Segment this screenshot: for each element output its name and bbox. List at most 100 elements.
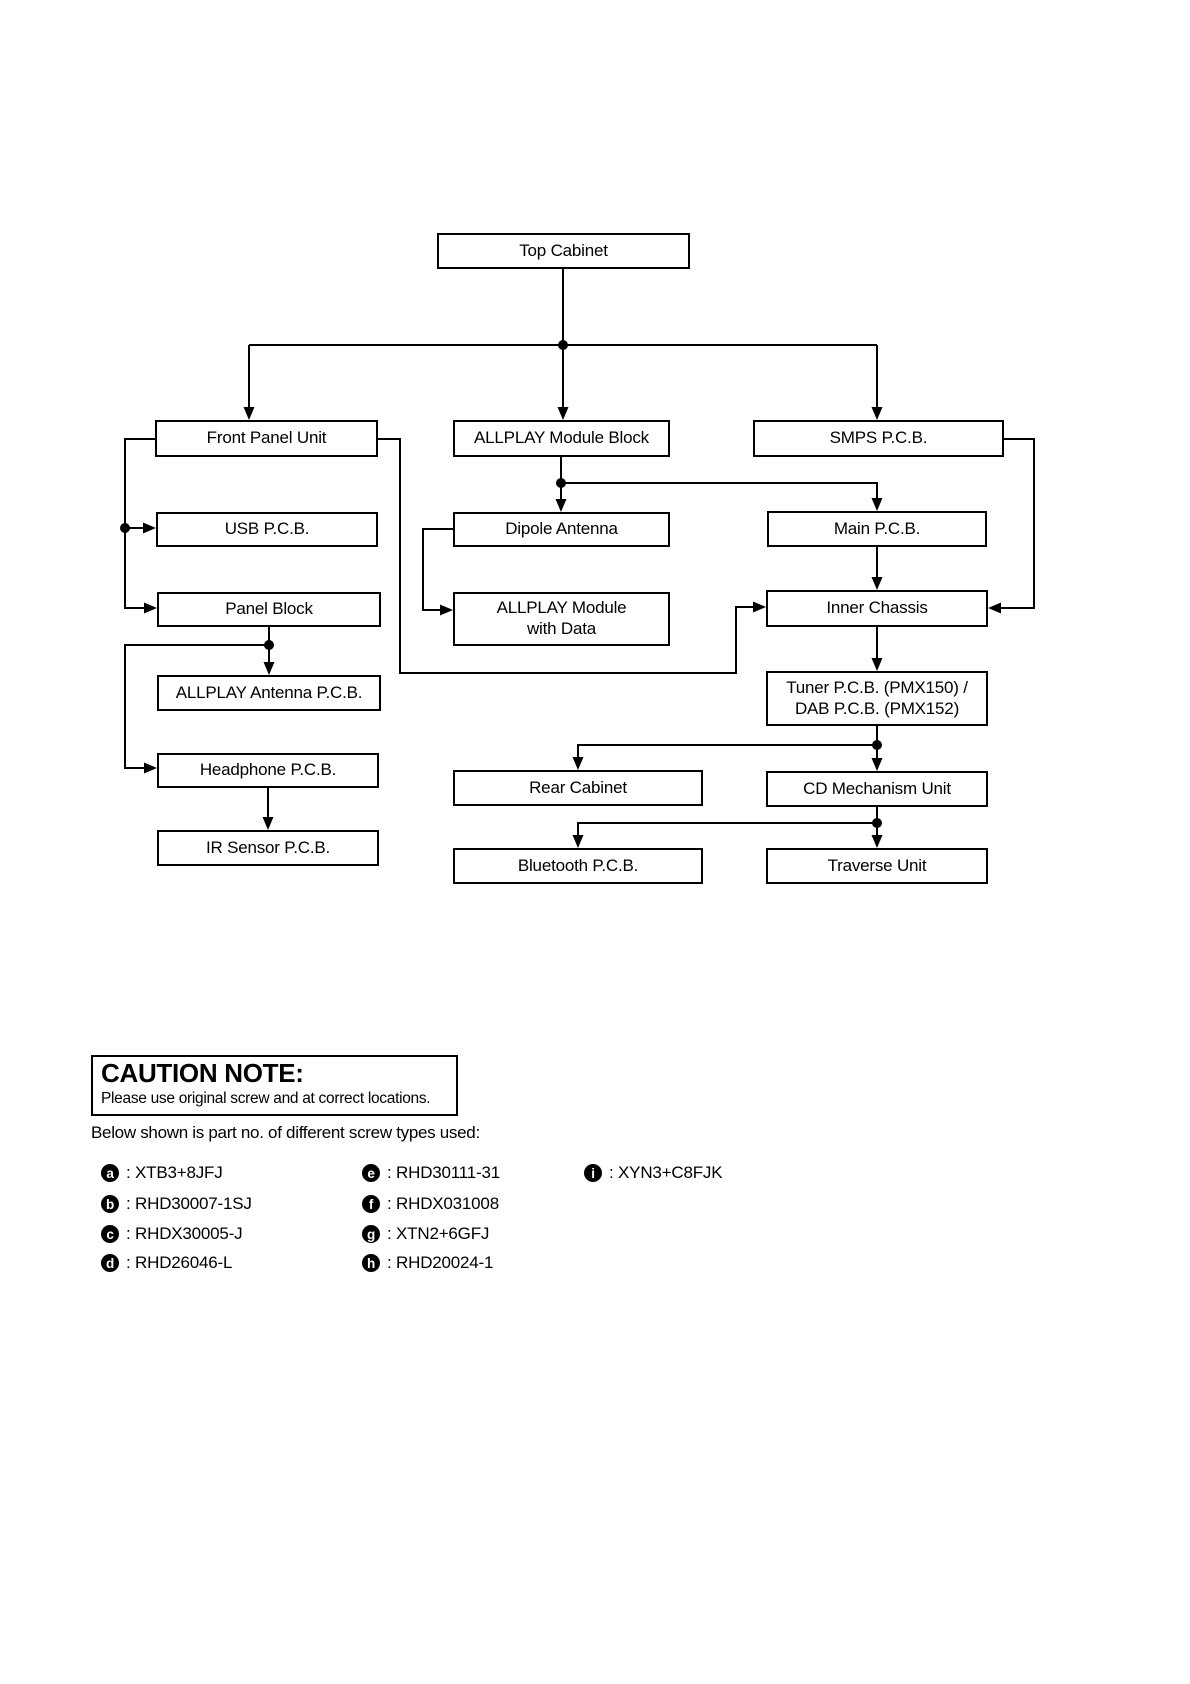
- screw-badge-a: a: [101, 1164, 119, 1182]
- arrowhead: [555, 499, 567, 512]
- node-label: Main P.C.B.: [833, 518, 921, 538]
- arrowhead: [753, 601, 766, 613]
- node-label: Dipole Antenna: [505, 519, 618, 539]
- caution-note-box: CAUTION NOTE: Please use original screw …: [91, 1055, 458, 1116]
- node-label: with Data: [526, 619, 597, 638]
- junction-dot: [264, 640, 274, 650]
- connector-line: [577, 822, 877, 837]
- node-label: DAB P.C.B. (PMX152): [794, 698, 960, 718]
- junction-dot: [556, 478, 566, 488]
- arrowhead: [871, 758, 883, 771]
- node-label: Top Cabinet: [519, 240, 608, 260]
- node-bluetooth-pcb: Bluetooth P.C.B.: [453, 848, 703, 884]
- connector-line: [124, 438, 155, 609]
- node-label: ALLPLAY Module Block: [474, 428, 649, 448]
- node-label: Traverse Unit: [827, 855, 927, 875]
- arrowhead: [871, 658, 883, 671]
- node-smps-pcb: SMPS P.C.B.: [753, 420, 1004, 457]
- connector-line: [577, 744, 877, 759]
- node-label: Front Panel Unit: [206, 428, 327, 448]
- arrowhead: [143, 522, 156, 534]
- connector-line: [422, 528, 453, 611]
- node-label: ALLPLAY Module: [496, 598, 627, 618]
- arrowhead: [144, 602, 157, 614]
- arrowhead: [440, 604, 453, 616]
- connector-line: [999, 438, 1035, 609]
- screw-item-h: h : RHD20024-1: [362, 1252, 493, 1274]
- node-label: Panel Block: [225, 599, 313, 619]
- junction-dot: [872, 740, 882, 750]
- screw-part-number: : XYN3+C8FJK: [609, 1163, 723, 1182]
- screw-part-number: : RHD20024-1: [387, 1253, 494, 1272]
- screw-item-d: d : RHD26046-L: [101, 1252, 232, 1274]
- screw-part-number: : XTB3+8JFJ: [126, 1163, 223, 1182]
- screw-item-f: f : RHDX031008: [362, 1193, 499, 1215]
- node-label: CD Mechanism Unit: [803, 778, 951, 798]
- screw-badge-h: h: [362, 1254, 380, 1272]
- connector-line: [378, 438, 755, 674]
- screw-item-i: i : XYN3+C8FJK: [584, 1162, 723, 1184]
- screw-item-b: b : RHD30007-1SJ: [101, 1193, 252, 1215]
- arrowhead: [871, 577, 883, 590]
- screw-badge-i: i: [584, 1164, 602, 1182]
- node-label: IR Sensor P.C.B.: [205, 837, 331, 857]
- arrowhead: [871, 835, 883, 848]
- screw-part-number: : RHDX031008: [387, 1194, 499, 1213]
- node-main-pcb: Main P.C.B.: [767, 511, 987, 547]
- junction-dot: [558, 340, 568, 350]
- screw-item-a: a : XTB3+8JFJ: [101, 1162, 223, 1184]
- node-dipole-antenna: Dipole Antenna: [453, 512, 670, 547]
- screw-item-g: g: XTN2+6GFJ: [362, 1223, 489, 1245]
- arrowhead: [243, 407, 255, 420]
- node-usb-pcb: USB P.C.B.: [156, 512, 378, 547]
- node-label: Inner Chassis: [826, 598, 928, 618]
- node-rear-cabinet: Rear Cabinet: [453, 770, 703, 806]
- node-top-cabinet: Top Cabinet: [437, 233, 690, 269]
- screw-item-c: c : RHDX30005-J: [101, 1223, 243, 1245]
- screw-badge-f: f: [362, 1195, 380, 1213]
- screw-badge-d: d: [101, 1254, 119, 1272]
- node-allplay-module-block: ALLPLAY Module Block: [453, 420, 670, 457]
- screw-badge-e: e: [362, 1164, 380, 1182]
- screw-badge-c: c: [101, 1225, 119, 1243]
- node-headphone-pcb: Headphone P.C.B.: [157, 753, 379, 788]
- node-label: SMPS P.C.B.: [829, 428, 928, 448]
- node-traverse-unit: Traverse Unit: [766, 848, 988, 884]
- screw-part-number: : RHD30007-1SJ: [126, 1194, 252, 1213]
- arrowhead: [871, 407, 883, 420]
- arrowhead: [263, 662, 275, 675]
- arrowhead: [988, 602, 1001, 614]
- node-label: Bluetooth P.C.B.: [517, 855, 639, 875]
- screw-part-number: : RHD30111-31: [387, 1163, 500, 1182]
- junction-dot: [120, 523, 130, 533]
- node-inner-chassis: Inner Chassis: [766, 590, 988, 627]
- node-allplay-antenna-pcb: ALLPLAY Antenna P.C.B.: [157, 675, 381, 711]
- screw-badge-b: b: [101, 1195, 119, 1213]
- node-front-panel-unit: Front Panel Unit: [155, 420, 378, 457]
- connector-line: [561, 482, 878, 500]
- node-label: Tuner P.C.B. (PMX150) /: [786, 677, 968, 697]
- junction-dot: [872, 818, 882, 828]
- node-cd-mechanism-unit: CD Mechanism Unit: [766, 771, 988, 807]
- caution-subtitle: Please use original screw and at correct…: [101, 1089, 431, 1107]
- arrowhead: [262, 817, 274, 830]
- node-panel-block: Panel Block: [157, 592, 381, 627]
- node-label: USB P.C.B.: [224, 519, 310, 539]
- caution-title: CAUTION NOTE:: [101, 1058, 304, 1088]
- screw-list-intro: Below shown is part no. of different scr…: [91, 1123, 480, 1142]
- connector-line: [124, 644, 269, 769]
- arrowhead: [871, 498, 883, 511]
- arrowhead: [572, 835, 584, 848]
- node-ir-sensor-pcb: IR Sensor P.C.B.: [157, 830, 379, 866]
- node-label: Rear Cabinet: [529, 777, 627, 797]
- screw-part-number: : RHD26046-L: [126, 1253, 233, 1272]
- screw-part-number: : RHDX30005-J: [126, 1224, 243, 1243]
- arrowhead: [144, 762, 157, 774]
- node-tuner-dab-pcb: Tuner P.C.B. (PMX150) /DAB P.C.B. (PMX15…: [766, 671, 988, 726]
- screw-item-e: e : RHD30111-31: [362, 1162, 500, 1184]
- node-label: Headphone P.C.B.: [199, 760, 337, 780]
- arrowhead: [557, 407, 569, 420]
